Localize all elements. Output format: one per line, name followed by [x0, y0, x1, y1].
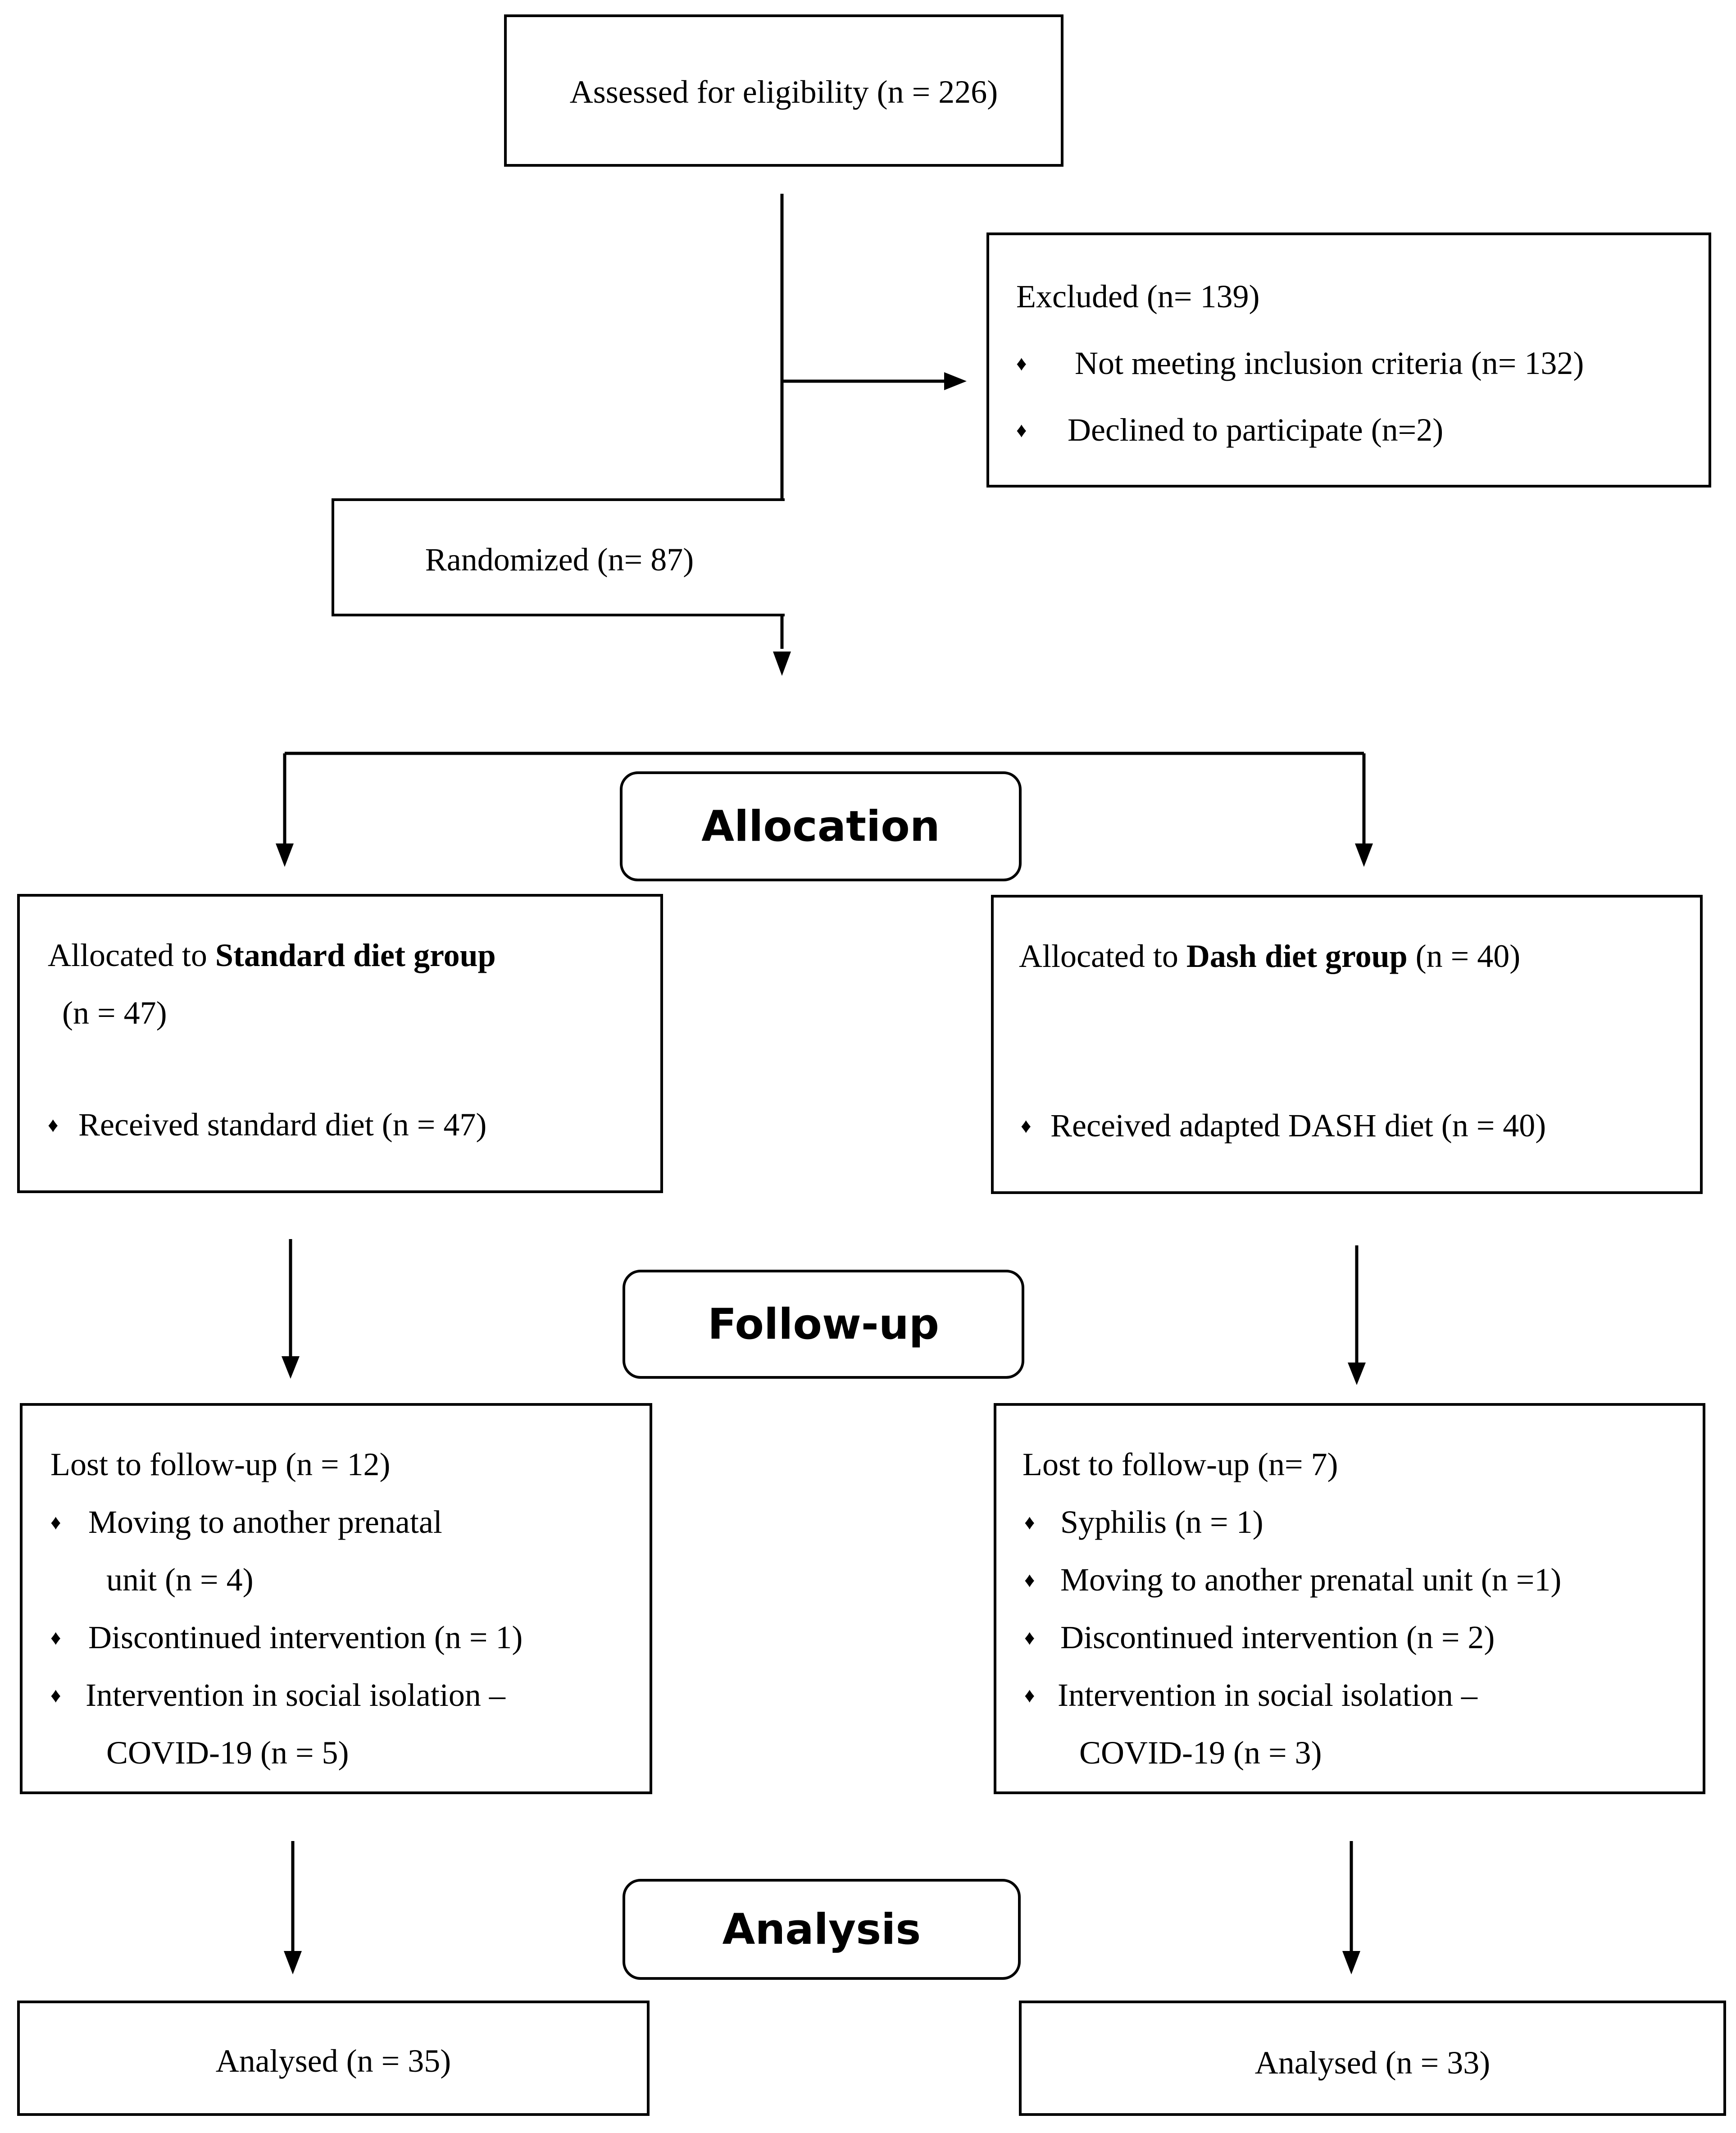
dash-allocation-heading: Allocated to Dash diet group (n = 40) [1019, 940, 1520, 972]
standard-allocation-box: Allocated to Standard diet group (n = 47… [17, 894, 663, 1193]
bullet-icon: ♦ [48, 1113, 59, 1136]
allocated-prefix: Allocated to [48, 937, 215, 973]
bullet-icon: ♦ [1024, 1568, 1035, 1591]
dash-lost-item: COVID-19 (n = 3) [1079, 1735, 1322, 1771]
assessed-text: Assessed for eligibility (n = 226) [569, 74, 998, 110]
assessed-box: Assessed for eligibility (n = 226) [504, 14, 1063, 167]
dash-lost-item: Intervention in social isolation – [1058, 1677, 1477, 1713]
standard-lost-item: Intervention in social isolation – [86, 1677, 505, 1713]
standard-analysed-box: Analysed (n = 35) [17, 2001, 650, 2116]
excluded-box: Excluded (n= 139) ♦ Not meeting inclusio… [986, 232, 1711, 488]
bullet-icon: ♦ [50, 1626, 61, 1649]
bullet-icon: ♦ [1024, 1626, 1035, 1649]
bullet-icon: ♦ [1024, 1684, 1035, 1707]
followup-label-text: Follow-up [707, 1299, 940, 1349]
bullet-icon: ♦ [50, 1511, 61, 1534]
arrowhead-left-analysis [284, 1951, 302, 1974]
bullet-icon: ♦ [50, 1684, 61, 1707]
dash-lost-title: Lost to follow-up (n= 7) [1023, 1446, 1338, 1482]
excluded-title: Excluded (n= 139) [1016, 278, 1260, 314]
dash-allocation-box: Allocated to Dash diet group (n = 40) ♦ … [991, 895, 1703, 1194]
dash-analysed-box: Analysed (n = 33) [1019, 2001, 1726, 2116]
standard-allocation-item: Received standard diet (n = 47) [78, 1107, 487, 1143]
dash-group-name: Dash diet group [1186, 938, 1408, 974]
dash-lost-box: Lost to follow-up (n= 7) ♦ Syphilis (n =… [994, 1403, 1705, 1794]
analysis-stage-label: Analysis [623, 1879, 1021, 1980]
standard-lost-item: Moving to another prenatal [88, 1504, 442, 1540]
standard-group-name: Standard diet group [215, 937, 496, 973]
bullet-icon: ♦ [1021, 1114, 1032, 1137]
bullet-icon: ♦ [1016, 419, 1027, 442]
allocated-prefix: Allocated to [1019, 938, 1186, 974]
allocation-stage-label: Allocation [620, 771, 1022, 881]
standard-lost-title: Lost to follow-up (n = 12) [50, 1446, 391, 1482]
randomized-text: Randomized (n= 87) [425, 542, 694, 578]
randomized-box: Randomized (n= 87) [332, 498, 785, 616]
allocation-label-text: Allocation [701, 802, 940, 851]
standard-allocation-heading: Allocated to Standard diet group [48, 939, 496, 971]
standard-lost-item: Discontinued intervention (n = 1) [88, 1619, 523, 1655]
arrowhead-left-allocation [276, 843, 294, 867]
followup-stage-label: Follow-up [623, 1270, 1024, 1379]
dash-analysed-text: Analysed (n = 33) [1254, 2045, 1491, 2081]
standard-allocation-n: (n = 47) [62, 995, 167, 1031]
dash-lost-item: Discontinued intervention (n = 2) [1060, 1619, 1495, 1655]
dash-lost-item: Syphilis (n = 1) [1060, 1504, 1263, 1540]
arrowhead-right-followup [1348, 1363, 1366, 1385]
bullet-icon: ♦ [1024, 1511, 1035, 1534]
dash-lost-item: Moving to another prenatal unit (n =1) [1060, 1562, 1562, 1598]
dash-allocation-item: Received adapted DASH diet (n = 40) [1050, 1108, 1546, 1144]
standard-lost-item: unit (n = 4) [106, 1562, 254, 1598]
arrowhead-right-analysis [1342, 1951, 1360, 1974]
excluded-item: Declined to participate (n=2) [1068, 412, 1444, 448]
arrowhead-randomized [773, 652, 791, 676]
arrowhead-right-allocation [1355, 843, 1373, 867]
standard-lost-item: COVID-19 (n = 5) [106, 1735, 349, 1771]
standard-analysed-text: Analysed (n = 35) [215, 2043, 451, 2079]
standard-lost-box: Lost to follow-up (n = 12) ♦ Moving to a… [20, 1403, 652, 1794]
analysis-label-text: Analysis [722, 1905, 921, 1954]
dash-allocation-n: (n = 40) [1407, 938, 1521, 974]
bullet-icon: ♦ [1016, 352, 1027, 375]
excluded-item: Not meeting inclusion criteria (n= 132) [1075, 345, 1584, 381]
arrowhead-left-followup [282, 1356, 300, 1379]
arrowhead-excluded [944, 372, 967, 390]
